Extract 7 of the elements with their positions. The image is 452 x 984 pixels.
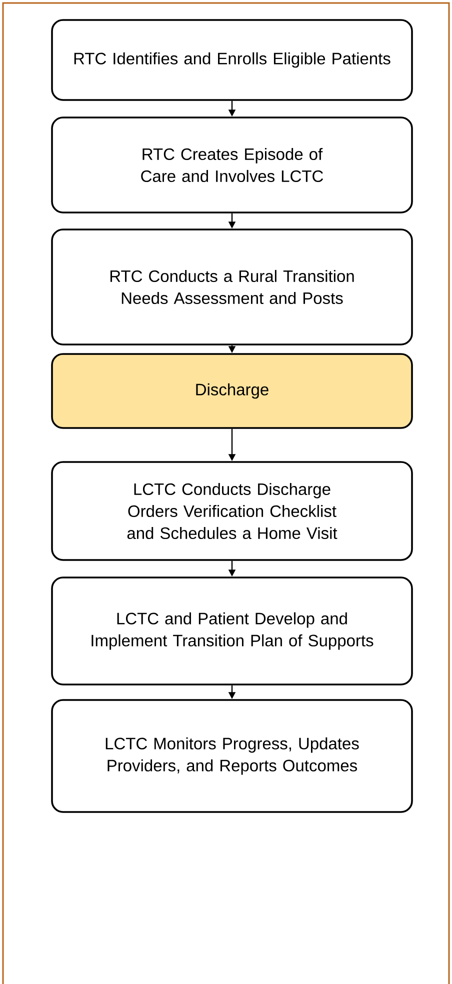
process-box: RTC Creates Episode of Care and Involves LCTC — [51, 116, 413, 214]
process-box: LCTC Conducts Discharge Orders Verification Checklist and Schedules a Home Visit — [51, 461, 413, 561]
process-box: Discharge — [51, 353, 413, 429]
process-box: LCTC Monitors Progress, Updates Providers, and Reports Outcomes — [51, 699, 413, 813]
process-box: RTC Conducts a Rural Transition Needs Assessment and Posts — [51, 228, 413, 346]
process-box: RTC Identifies and Enrolls Eligible Patients — [51, 19, 413, 101]
process-box: LCTC and Patient Develop and Implement Transition Plan of Supports — [51, 576, 413, 686]
